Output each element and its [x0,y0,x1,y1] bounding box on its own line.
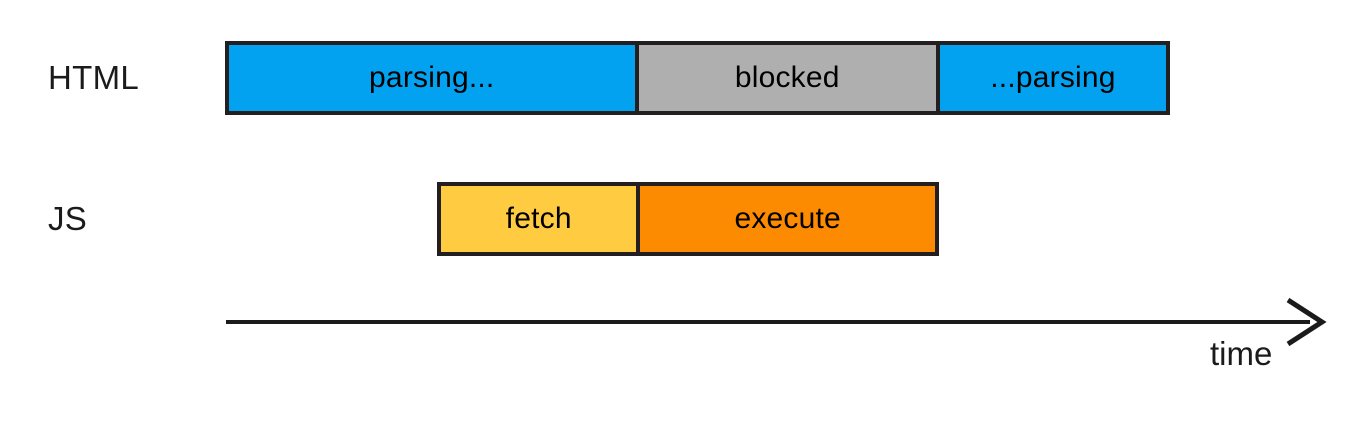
segment-html-parsing-resumed: ...parsing [935,41,1170,115]
segment-js-fetch: fetch [437,182,641,256]
segment-html-parsing: parsing... [225,41,639,115]
timeline-track-html: parsing... blocked ...parsing [225,41,1170,115]
time-axis-arrow-right-icon [226,297,1327,347]
segment-html-blocked: blocked [634,41,940,115]
row-label-js: JS [48,200,88,237]
time-axis-label: time [1210,335,1273,372]
row-label-html: HTML [48,59,140,96]
timeline-track-js: fetch execute [437,182,939,256]
segment-js-execute: execute [636,182,939,256]
